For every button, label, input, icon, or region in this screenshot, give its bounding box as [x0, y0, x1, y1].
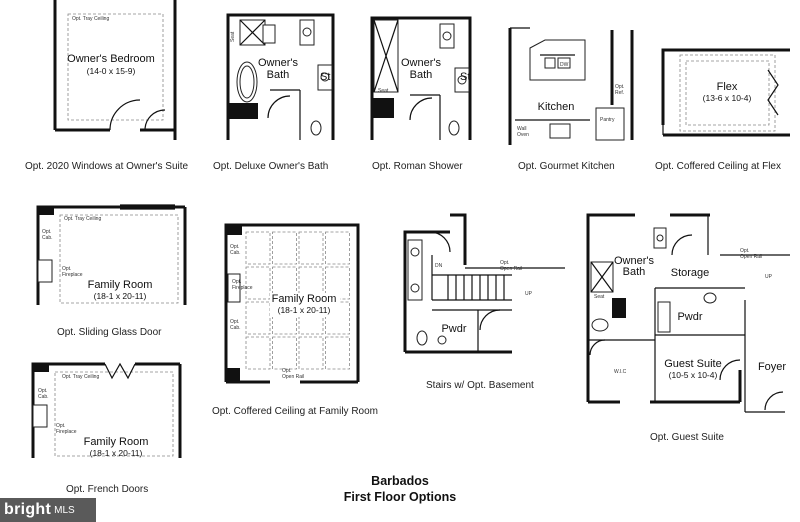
guest-pwdr-label: Pwdr [677, 311, 702, 323]
guest-suite-dims: (10-5 x 10-4) [669, 370, 718, 380]
plan-family-french: Opt. Tray Ceiling Opt. Cab. Opt. Firepla… [31, 362, 182, 458]
plan-family-coffered: Opt. Cab. Opt. Fireplace Opt. Cab. Famil… [224, 223, 360, 384]
roman-storage-cut: St [460, 71, 470, 83]
guest-rail-label-2: Open Rail [740, 254, 762, 260]
sheet-title: Barbados [371, 474, 429, 488]
plan-guest-suite: Owner's Bath Seat Storage Opt. Open Rail… [586, 213, 790, 413]
coffer-panel [298, 231, 324, 265]
cab-label-sliding-2: Cab. [42, 235, 53, 241]
family-sliding-label: Family Room [88, 279, 153, 291]
plan-deluxe-bath: Seat Owner's Bath St [226, 13, 335, 140]
opt-ref-label: Opt. [615, 84, 624, 90]
plan-family-sliding: Opt. Tray Ceiling Opt. Cab. Opt. Firepla… [36, 204, 187, 305]
coffer-panel [245, 231, 271, 265]
roman-bath-label-2: Bath [410, 69, 433, 81]
wall-oven-label-2: Oven [517, 132, 529, 138]
cab-label-coffered-2: Cab. [230, 250, 241, 256]
coffer-panel [325, 231, 350, 265]
deluxe-bath-label-2: Bath [267, 69, 290, 81]
family-french-dims: (18-1 x 20-11) [90, 448, 143, 458]
coffer-panel [245, 266, 271, 300]
cab-b-label-coffered: Opt. [230, 319, 239, 325]
caption-windows: Opt. 2020 Windows at Owner's Suite [25, 161, 189, 172]
coffer-panel [272, 336, 297, 370]
owners-bedroom-label: Owner's Bedroom [67, 53, 155, 65]
stair-treads [447, 275, 505, 300]
coffer-panel [325, 336, 350, 370]
dn-label: DN [435, 263, 443, 269]
guest-seat-label: Seat [594, 294, 605, 300]
cab-label-sliding: Opt. [42, 229, 51, 235]
roman-seat-label: Seat [378, 88, 389, 94]
caption-deluxe-bath: Opt. Deluxe Owner's Bath [213, 161, 329, 172]
plan-roman-shower: Seat Owner's Bath St [370, 16, 472, 140]
caption-coffered-flex: Opt. Coffered Ceiling at Flex [655, 161, 781, 172]
plan-flex: Flex (13-6 x 10-4) [661, 48, 790, 137]
cab-b-label-coffered-2: Cab. [230, 325, 241, 331]
guest-suite-label: Guest Suite [664, 358, 721, 370]
flex-dims: (13-6 x 10-4) [703, 93, 752, 103]
wall-oven-label: Wall [517, 126, 527, 132]
cab-label-french-2: Cab. [38, 394, 49, 400]
plan-owners-bedroom: Opt. Tray Ceiling Owner's Bedroom (14-0 … [53, 0, 177, 140]
plan-stairs: DN Opt. Open Rail UP Pwdr [403, 213, 565, 354]
fire-label-sliding: Opt. [62, 266, 71, 272]
rail-label-coffered-2: Open Rail [282, 374, 304, 380]
watermark-brand: bright [4, 501, 52, 518]
brightmls-watermark: bright MLS [0, 498, 96, 522]
family-coffered-label: Family Room [272, 293, 337, 305]
roman-bath-label: Owner's [401, 57, 441, 69]
caption-guest-suite: Opt. Guest Suite [650, 432, 724, 443]
tray-note-french: Opt. Tray Ceiling [62, 374, 99, 380]
pantry-label: Pantry [600, 117, 615, 123]
coffer-panel [245, 301, 271, 335]
stairs-rail-label-2: Open Rail [500, 266, 522, 272]
guest-owners-label: Owner's [614, 255, 654, 267]
fire-label-coffered: Opt. [232, 279, 241, 285]
fire-label-french: Opt. [56, 423, 65, 429]
fire-label-sliding-2: Fireplace [62, 272, 83, 278]
coffer-panel [272, 231, 297, 265]
caption-coffered-family: Opt. Coffered Ceiling at Family Room [212, 406, 378, 417]
wic-label: W.I.C [614, 369, 627, 375]
rail-label-coffered: Opt. [282, 368, 291, 374]
dishwasher-label: DW [560, 62, 569, 68]
cab-label-coffered: Opt. [230, 244, 239, 250]
guest-rail-label: Opt. [740, 248, 749, 254]
opt-ref-label-2: Ref. [615, 90, 624, 96]
storage-label: Storage [671, 267, 710, 279]
deluxe-bath-storage-cut: St [320, 71, 330, 83]
family-sliding-dims: (18-1 x 20-11) [94, 291, 147, 301]
tray-note-sliding: Opt. Tray Ceiling [64, 216, 101, 222]
family-coffered-dims: (18-1 x 20-11) [278, 305, 331, 315]
guest-bath-label: Bath [623, 266, 646, 278]
caption-french-doors: Opt. French Doors [66, 484, 149, 495]
deluxe-bath-label: Owner's [258, 57, 298, 69]
owners-bedroom-dims: (14-0 x 15-9) [87, 66, 136, 76]
caption-sliding-door: Opt. Sliding Glass Door [57, 327, 162, 338]
fire-label-coffered-2: Fireplace [232, 285, 253, 291]
caption-gourmet-kitchen: Opt. Gourmet Kitchen [518, 161, 615, 172]
stairs-rail-label: Opt. [500, 260, 509, 266]
sheet-subtitle: First Floor Options [343, 490, 457, 504]
coffer-panel [298, 336, 324, 370]
watermark-suffix: MLS [54, 504, 75, 516]
kitchen-label: Kitchen [538, 101, 575, 113]
family-french-label: Family Room [84, 436, 149, 448]
cab-label-french: Opt. [38, 388, 47, 394]
flex-label: Flex [717, 81, 738, 93]
foyer-label: Foyer [758, 361, 786, 373]
stairs-pwdr-label: Pwdr [441, 323, 466, 335]
tray-ceiling-note: Opt. Tray Ceiling [72, 16, 109, 22]
seat-label: Seat [230, 31, 236, 42]
guest-up-label: UP [765, 274, 773, 280]
caption-stairs-basement: Stairs w/ Opt. Basement [426, 380, 534, 391]
fire-label-french-2: Fireplace [56, 429, 77, 435]
up-label: UP [525, 291, 533, 297]
plan-gourmet-kitchen: DW Opt. Ref. Kitchen Pantry Wall Oven [508, 27, 634, 145]
coffer-panel [245, 336, 271, 370]
caption-roman-shower: Opt. Roman Shower [372, 161, 463, 172]
